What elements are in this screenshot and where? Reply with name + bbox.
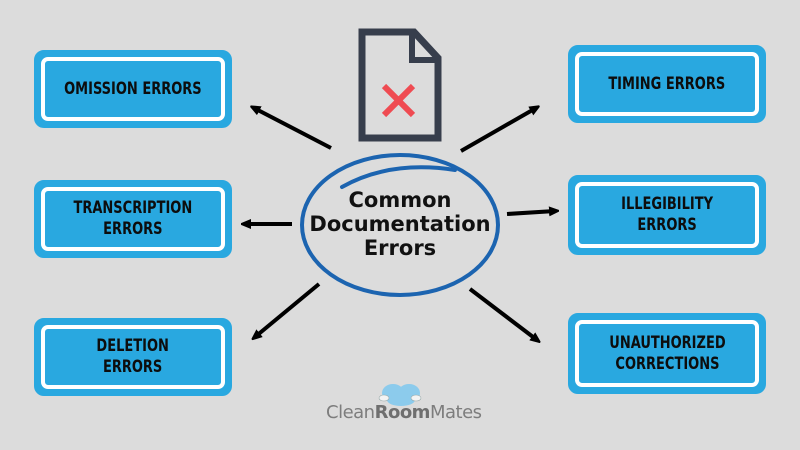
node-omission-errors: OMISSION ERRORS [34,50,232,128]
node-inner: TIMING ERRORS [575,52,759,116]
node-label: TIMING ERRORS [608,73,726,94]
node-illegibility-errors: ILLEGIBILITY ERRORS [568,175,766,255]
center-ellipse [300,153,500,297]
logo-text-clean: Clean [326,402,375,423]
node-label: ILLEGIBILITY ERRORS [621,194,713,235]
logo: CleanRoomMates [326,402,482,423]
node-timing-errors: TIMING ERRORS [568,45,766,123]
node-inner: OMISSION ERRORS [41,57,225,121]
document-error-icon [358,28,442,142]
node-deletion-errors: DELETION ERRORS [34,318,232,396]
node-label: OMISSION ERRORS [64,78,202,99]
node-inner: ILLEGIBILITY ERRORS [575,182,759,248]
arrow-to-illegibility [506,211,555,214]
node-inner: TRANSCRIPTION ERRORS [41,187,225,251]
logo-mascot-icon [378,384,422,406]
node-inner: DELETION ERRORS [41,325,225,389]
node-unauthorized-corrections: UNAUTHORIZED CORRECTIONS [568,313,766,394]
logo-text-room: Room [374,402,431,423]
arrow-to-omission [254,108,332,150]
node-label: DELETION ERRORS [96,336,170,377]
arrow-to-timing [460,108,536,153]
node-label: TRANSCRIPTION ERRORS [73,198,193,239]
arrow-to-deletion [255,282,321,337]
node-transcription-errors: TRANSCRIPTION ERRORS [34,180,232,258]
center-title: Common Documentation Errors [309,188,491,260]
arrow-to-unauthorized [468,287,537,340]
node-inner: UNAUTHORIZED CORRECTIONS [575,320,759,387]
logo-text-mates: Mates [429,402,482,423]
node-label: UNAUTHORIZED CORRECTIONS [608,332,726,374]
